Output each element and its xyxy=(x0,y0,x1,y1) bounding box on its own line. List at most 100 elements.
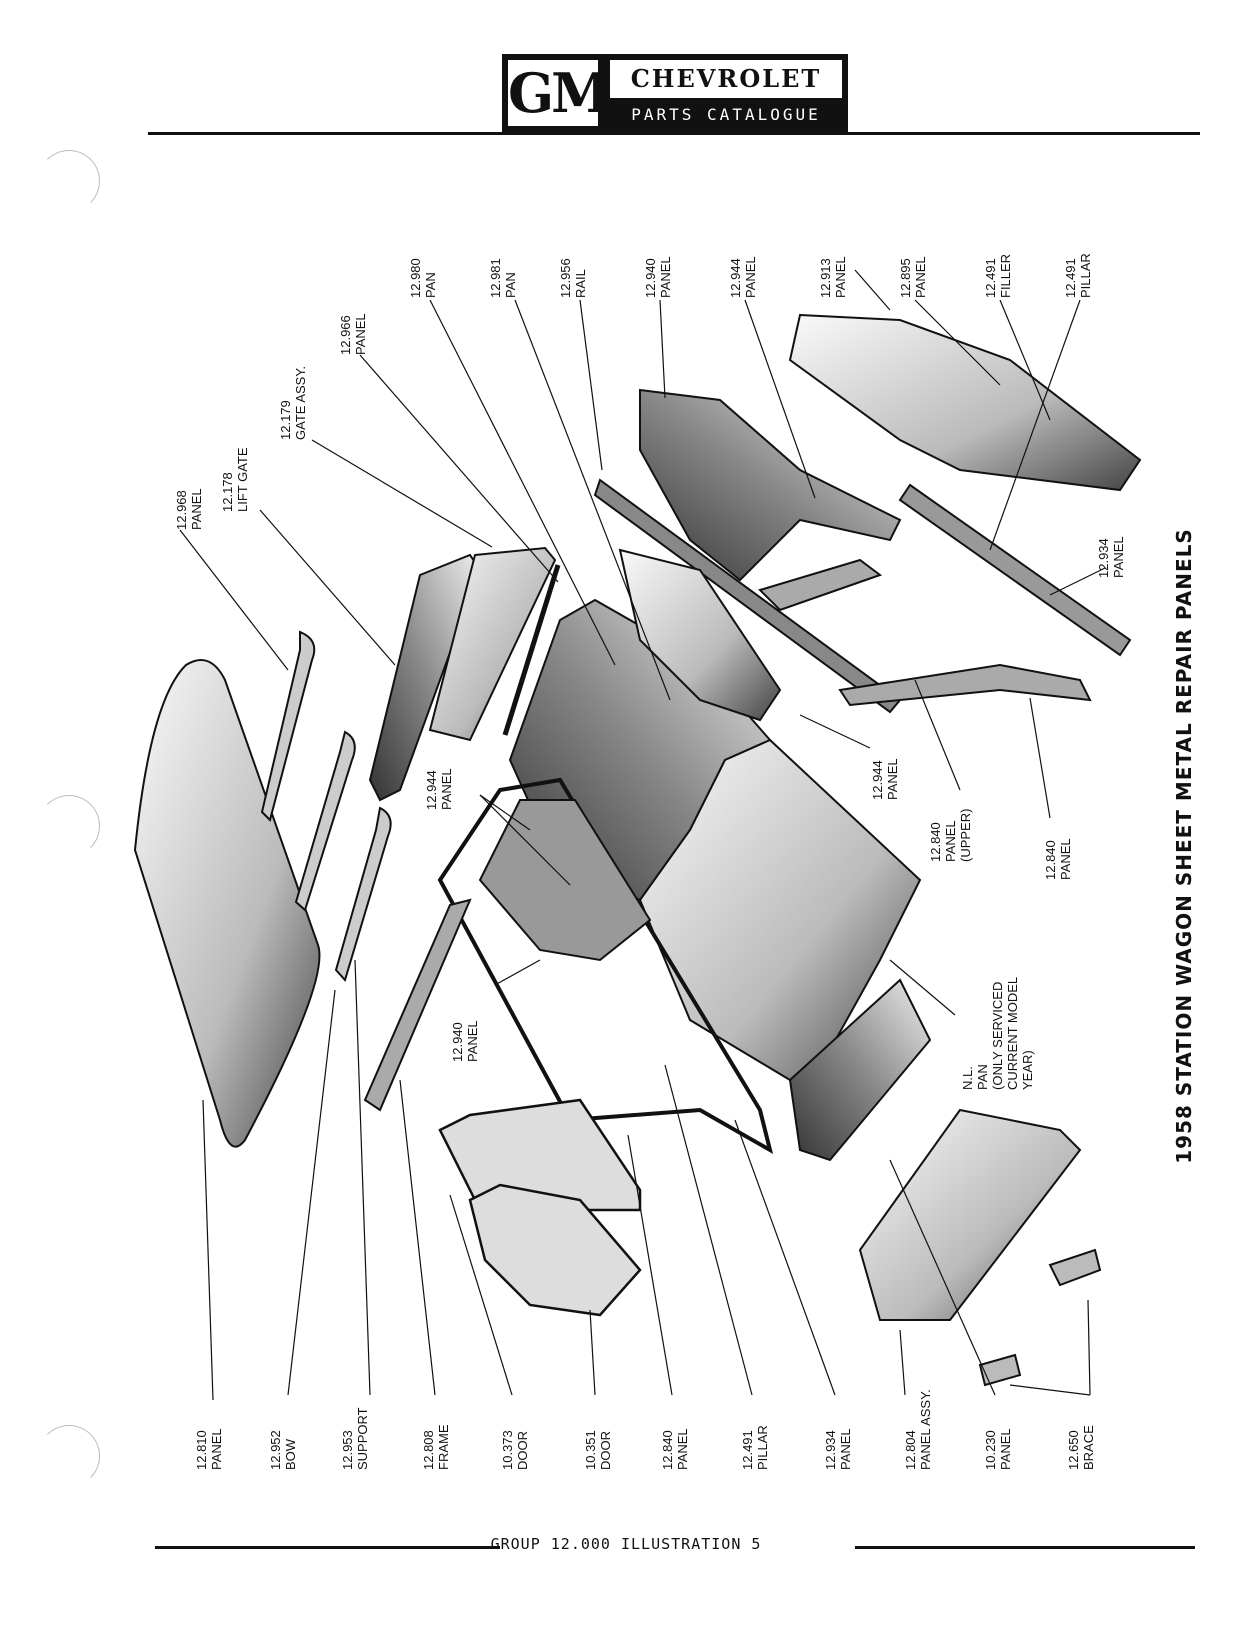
pillar-lower-shape xyxy=(838,663,1092,707)
gate-assy-shape xyxy=(428,546,557,742)
callout-line: 12.956 xyxy=(558,258,573,298)
punch-hole-middle xyxy=(38,795,100,857)
callout-line: 12.934 xyxy=(823,1430,838,1470)
callout-line: 12.650 xyxy=(1066,1430,1081,1470)
callout-line: 10.351 xyxy=(583,1430,598,1470)
long-rail-shape xyxy=(593,478,902,714)
leader-lines xyxy=(179,269,1106,1401)
bow-shape-2 xyxy=(294,730,356,912)
pillar-strip-shape xyxy=(363,898,472,1112)
callout-line: (ONLY SERVICED xyxy=(990,982,1005,1090)
callout-line: PANEL xyxy=(998,1428,1013,1470)
gm-logo-mark: GM xyxy=(508,60,611,126)
callout-line: 12.840 xyxy=(1043,840,1058,880)
lift-gate-shape xyxy=(368,553,482,802)
callout-line: 12.940 xyxy=(643,258,658,298)
callout-line: 12.804 xyxy=(903,1430,918,1470)
callout-line: PANEL xyxy=(465,1020,480,1062)
brand-name: CHEVROLET xyxy=(610,60,842,98)
callout-line: 12.895 xyxy=(898,258,913,298)
callouts-bottom: 12.810PANEL 12.952BOW 12.953SUPPORT 12.8… xyxy=(194,1389,1096,1470)
callout-line: PANEL xyxy=(943,820,958,862)
footer-caption: GROUP 12.000 ILLUSTRATION 5 xyxy=(490,1535,762,1553)
footer-rule-left xyxy=(155,1546,500,1549)
callout-mid-5: 12.944PANEL xyxy=(424,768,454,810)
footer-rule-right xyxy=(855,1546,1195,1549)
callout-mid-7: N.L.PAN(ONLY SERVICEDCURRENT MODELYEAR) xyxy=(960,977,1035,1090)
wheelhouse-shape xyxy=(618,548,782,722)
callout-line: PANEL xyxy=(209,1428,224,1470)
callout-line: SUPPORT xyxy=(355,1407,370,1470)
callout-top-2: 12.178LIFT GATE xyxy=(220,447,250,512)
callout-top-13: 12.491PILLAR xyxy=(1063,253,1093,298)
callout-bottom-1: 12.810PANEL xyxy=(194,1428,224,1470)
callout-line: 12.944 xyxy=(424,770,439,810)
punch-hole-top xyxy=(38,150,100,212)
callout-bottom-9: 12.934PANEL xyxy=(823,1428,853,1470)
callout-line: 12.944 xyxy=(728,258,743,298)
callout-mid-1: 12.934PANEL xyxy=(1096,536,1126,578)
callout-top-7: 12.956RAIL xyxy=(558,258,588,298)
callout-bottom-7: 12.840PANEL xyxy=(660,1428,690,1470)
callout-top-10: 12.913PANEL xyxy=(818,256,848,298)
callout-line: BRACE xyxy=(1081,1425,1096,1470)
callout-line: 12.808 xyxy=(421,1430,436,1470)
callouts-top: 12.968PANEL 12.178LIFT GATE 12.179GATE A… xyxy=(174,253,1093,530)
callout-line: PANEL xyxy=(353,313,368,355)
brace-shape-1 xyxy=(1048,1248,1102,1287)
roof-panel-shape xyxy=(133,659,321,1148)
callout-bottom-4: 12.808FRAME xyxy=(421,1424,451,1470)
callout-line: GATE ASSY. xyxy=(293,366,308,440)
pillar-upper-shape xyxy=(758,558,883,612)
punch-hole-bottom xyxy=(38,1425,100,1487)
callout-line: PAN xyxy=(975,1064,990,1090)
callout-line: 12.966 xyxy=(338,315,353,355)
callout-bottom-5: 10.373DOOR xyxy=(500,1430,530,1470)
callout-line: 12.491 xyxy=(983,258,998,298)
callout-line: PANEL xyxy=(1111,536,1126,578)
callout-top-12: 12.491FILLER xyxy=(983,254,1013,298)
callout-top-1: 12.968PANEL xyxy=(174,488,204,530)
callout-line: 12.953 xyxy=(340,1430,355,1470)
callout-line: DOOR xyxy=(515,1431,530,1470)
callouts-mid: 12.934PANEL 12.944PANEL 12.840PANEL(UPPE… xyxy=(424,536,1126,1090)
callout-bottom-12: 12.650BRACE xyxy=(1066,1425,1096,1470)
callout-line: PANEL xyxy=(1058,838,1073,880)
callout-mid-6: 12.940PANEL xyxy=(450,1020,480,1062)
callout-mid-3: 12.840PANEL(UPPER) xyxy=(928,809,973,862)
callout-top-1-name: PANEL xyxy=(189,488,204,530)
lower-panel-assy-shape xyxy=(858,1108,1082,1321)
callout-line: 12.944 xyxy=(870,760,885,800)
callout-bottom-10: 12.804PANEL ASSY. xyxy=(903,1389,933,1470)
callout-line: BOW xyxy=(283,1438,298,1470)
roof-rail-shape xyxy=(898,483,1132,657)
callout-top-11: 12.895PANEL xyxy=(898,256,928,298)
callout-line: 10.373 xyxy=(500,1430,515,1470)
callout-line: PANEL xyxy=(838,1428,853,1470)
callout-line: PANEL xyxy=(913,256,928,298)
bow-shape-3 xyxy=(334,806,392,982)
callout-line: (UPPER) xyxy=(958,809,973,862)
callout-line: PANEL xyxy=(833,256,848,298)
callout-mid-4: 12.840PANEL xyxy=(1043,838,1073,880)
door-rear-shape xyxy=(468,1183,642,1317)
callout-line: DOOR xyxy=(598,1431,613,1470)
callout-line: YEAR) xyxy=(1020,1050,1035,1090)
callout-line: 12.934 xyxy=(1096,538,1111,578)
callout-line: 12.940 xyxy=(450,1022,465,1062)
callout-top-3: 12.179GATE ASSY. xyxy=(278,366,308,440)
callout-bottom-2: 12.952BOW xyxy=(268,1430,298,1470)
callout-line: 12.179 xyxy=(278,400,293,440)
callout-top-4: 12.966PANEL xyxy=(338,313,368,355)
brace-shape-2 xyxy=(978,1353,1022,1387)
callout-line: 12.491 xyxy=(740,1430,755,1470)
callout-top-8: 12.940PANEL xyxy=(643,256,673,298)
callout-line: 12.981 xyxy=(488,258,503,298)
callout-line: 12.980 xyxy=(408,258,423,298)
callout-line: PANEL xyxy=(743,256,758,298)
rear-quarter-lower-shape xyxy=(788,978,932,1162)
callout-bottom-3: 12.953SUPPORT xyxy=(340,1407,370,1470)
callout-top-6: 12.981PAN xyxy=(488,258,518,298)
callout-line: PANEL xyxy=(675,1428,690,1470)
